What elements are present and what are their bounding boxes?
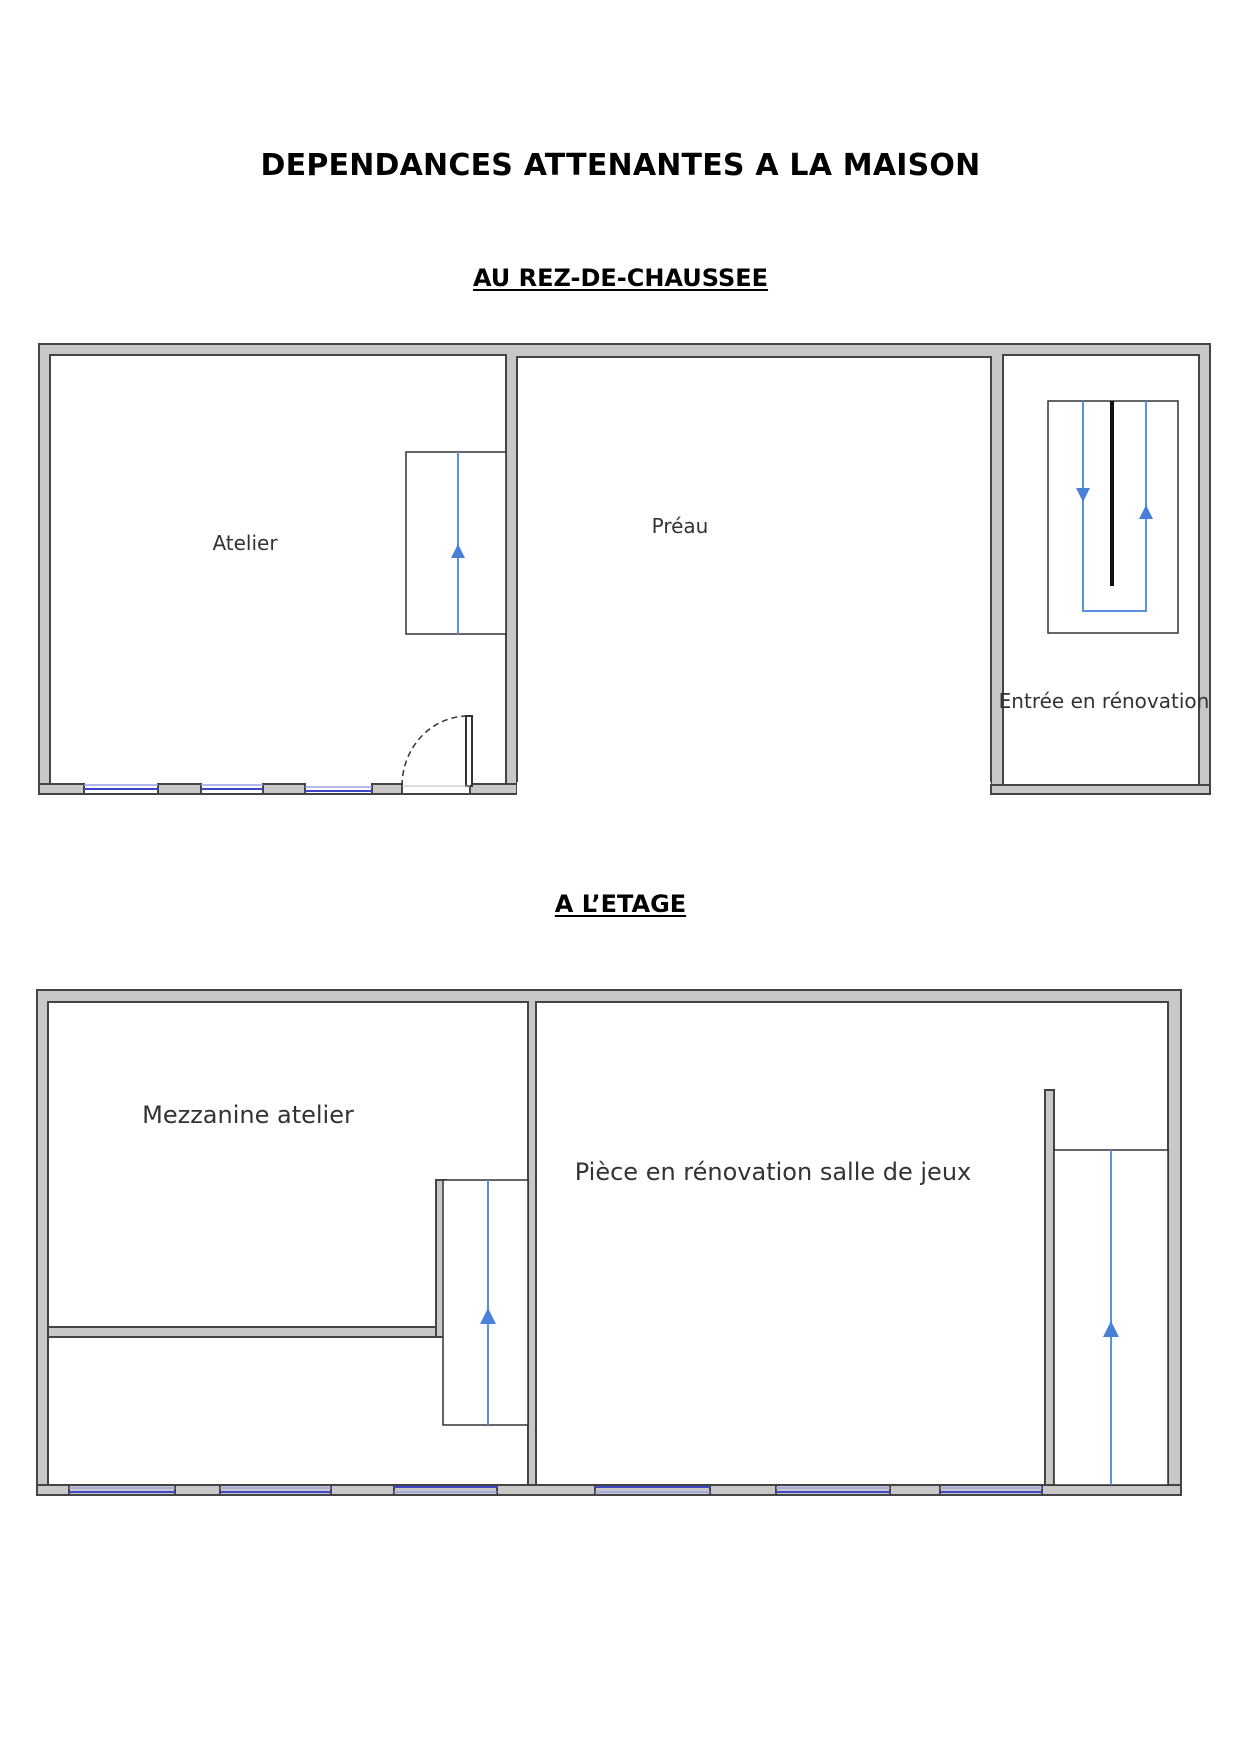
room-label-piece: Pièce en rénovation salle de jeux [575, 1158, 972, 1186]
page-title: DEPENDANCES ATTENANTES A LA MAISON [260, 148, 981, 183]
stair-direction-arrow [1076, 488, 1090, 502]
staircase-entree [1047, 400, 1179, 634]
stair-direction-arrow [451, 544, 465, 558]
stair-direction-arrow [1103, 1321, 1119, 1337]
ground-floor-plan: Atelier Préau Entrée en rénovation [38, 343, 1211, 796]
entree-front-wall [990, 784, 1211, 795]
atelier-front-wall [38, 783, 518, 795]
staircase-mezzanine [442, 1179, 529, 1426]
stair-side-wall [1044, 1089, 1055, 1486]
stair-direction-arrow [1139, 505, 1153, 519]
door-atelier [401, 715, 473, 787]
stair-direction-arrow [480, 1308, 496, 1324]
room-label-atelier: Atelier [212, 531, 278, 555]
section-heading-upper-floor: A L’ETAGE [554, 890, 687, 918]
room-label-preau: Préau [652, 514, 709, 538]
upper-front-wall [36, 1484, 1182, 1496]
room-preau [516, 356, 992, 795]
room-label-mezzanine: Mezzanine atelier [142, 1101, 354, 1129]
staircase-atelier [405, 451, 507, 635]
upper-floor-plan: Mezzanine atelier Pièce en rénovation sa… [36, 989, 1182, 1496]
room-label-entree: Entrée en rénovation [999, 689, 1210, 713]
mezzanine-divider-wall [47, 1326, 447, 1338]
section-heading-ground-floor: AU REZ-DE-CHAUSSEE [472, 264, 769, 292]
staircase-piece [1053, 1149, 1169, 1486]
